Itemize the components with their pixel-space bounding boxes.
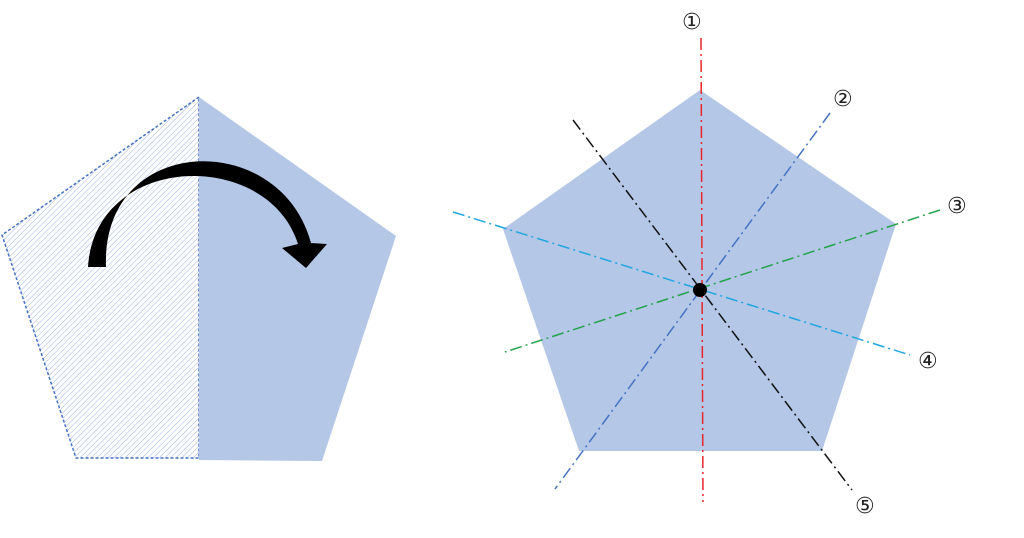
axis-label-5: ⑤ [855, 494, 875, 519]
fold-arrow-icon [88, 161, 327, 268]
folded-half-hatched [1, 95, 200, 459]
axis-label-2: ② [833, 87, 853, 112]
axis-label-1: ① [682, 10, 702, 35]
axis-label-3: ③ [947, 194, 967, 219]
right-symmetry-figure: ① ② ③ ④ ⑤ [452, 10, 967, 519]
axis-label-4: ④ [918, 349, 938, 374]
symmetry-axis-3 [504, 209, 941, 353]
left-fold-figure [1, 95, 396, 461]
symmetry-axis-4 [452, 211, 911, 356]
symmetric-pentagon [503, 90, 896, 451]
symmetry-axis-5 [572, 119, 853, 491]
center-dot [693, 283, 707, 297]
solid-half-pentagon [199, 97, 396, 461]
symmetry-axis-1 [700, 37, 704, 503]
symmetry-axis-2 [554, 112, 831, 490]
